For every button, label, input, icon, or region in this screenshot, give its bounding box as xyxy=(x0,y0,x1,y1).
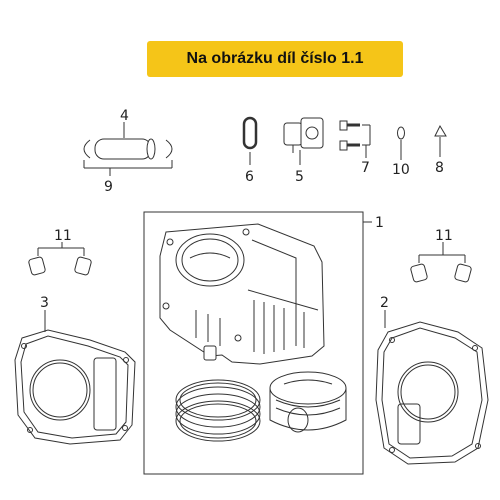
circlip-icon xyxy=(165,139,173,159)
callout-9: 9 xyxy=(104,179,113,195)
cap-icon xyxy=(434,124,447,137)
banner-text: Na obrázku díl číslo 1.1 xyxy=(186,50,364,67)
callout-6: 6 xyxy=(245,169,254,185)
tensioner-icon xyxy=(283,117,324,153)
gasket-icon xyxy=(375,321,489,465)
o-ring-icon xyxy=(242,116,258,150)
bolt-icon xyxy=(339,120,360,131)
callout-7: 7 xyxy=(361,160,370,176)
washer-icon xyxy=(397,126,405,140)
dowel-pin-icon xyxy=(28,256,46,276)
callout-11-right: 11 xyxy=(435,228,453,244)
callout-2: 2 xyxy=(380,295,389,311)
cylinder-block-assembly-icon xyxy=(159,223,347,442)
gasket-icon xyxy=(14,329,136,445)
callout-5: 5 xyxy=(295,169,304,185)
circlip-icon xyxy=(83,139,91,159)
part-number-banner: Na obrázku díl číslo 1.1 xyxy=(147,41,403,77)
piston-pin-icon xyxy=(94,138,156,160)
callout-1: 1 xyxy=(375,215,384,231)
cylinder-assembly-frame xyxy=(143,211,364,475)
callout-3: 3 xyxy=(40,295,49,311)
dowel-pin-icon xyxy=(410,263,428,283)
callout-8: 8 xyxy=(435,160,444,176)
callout-4: 4 xyxy=(120,108,129,124)
callout-11-left: 11 xyxy=(54,228,72,244)
dowel-pin-icon xyxy=(454,263,472,283)
dowel-pin-icon xyxy=(74,256,92,276)
bolt-icon xyxy=(339,140,360,151)
callout-10: 10 xyxy=(392,162,410,178)
